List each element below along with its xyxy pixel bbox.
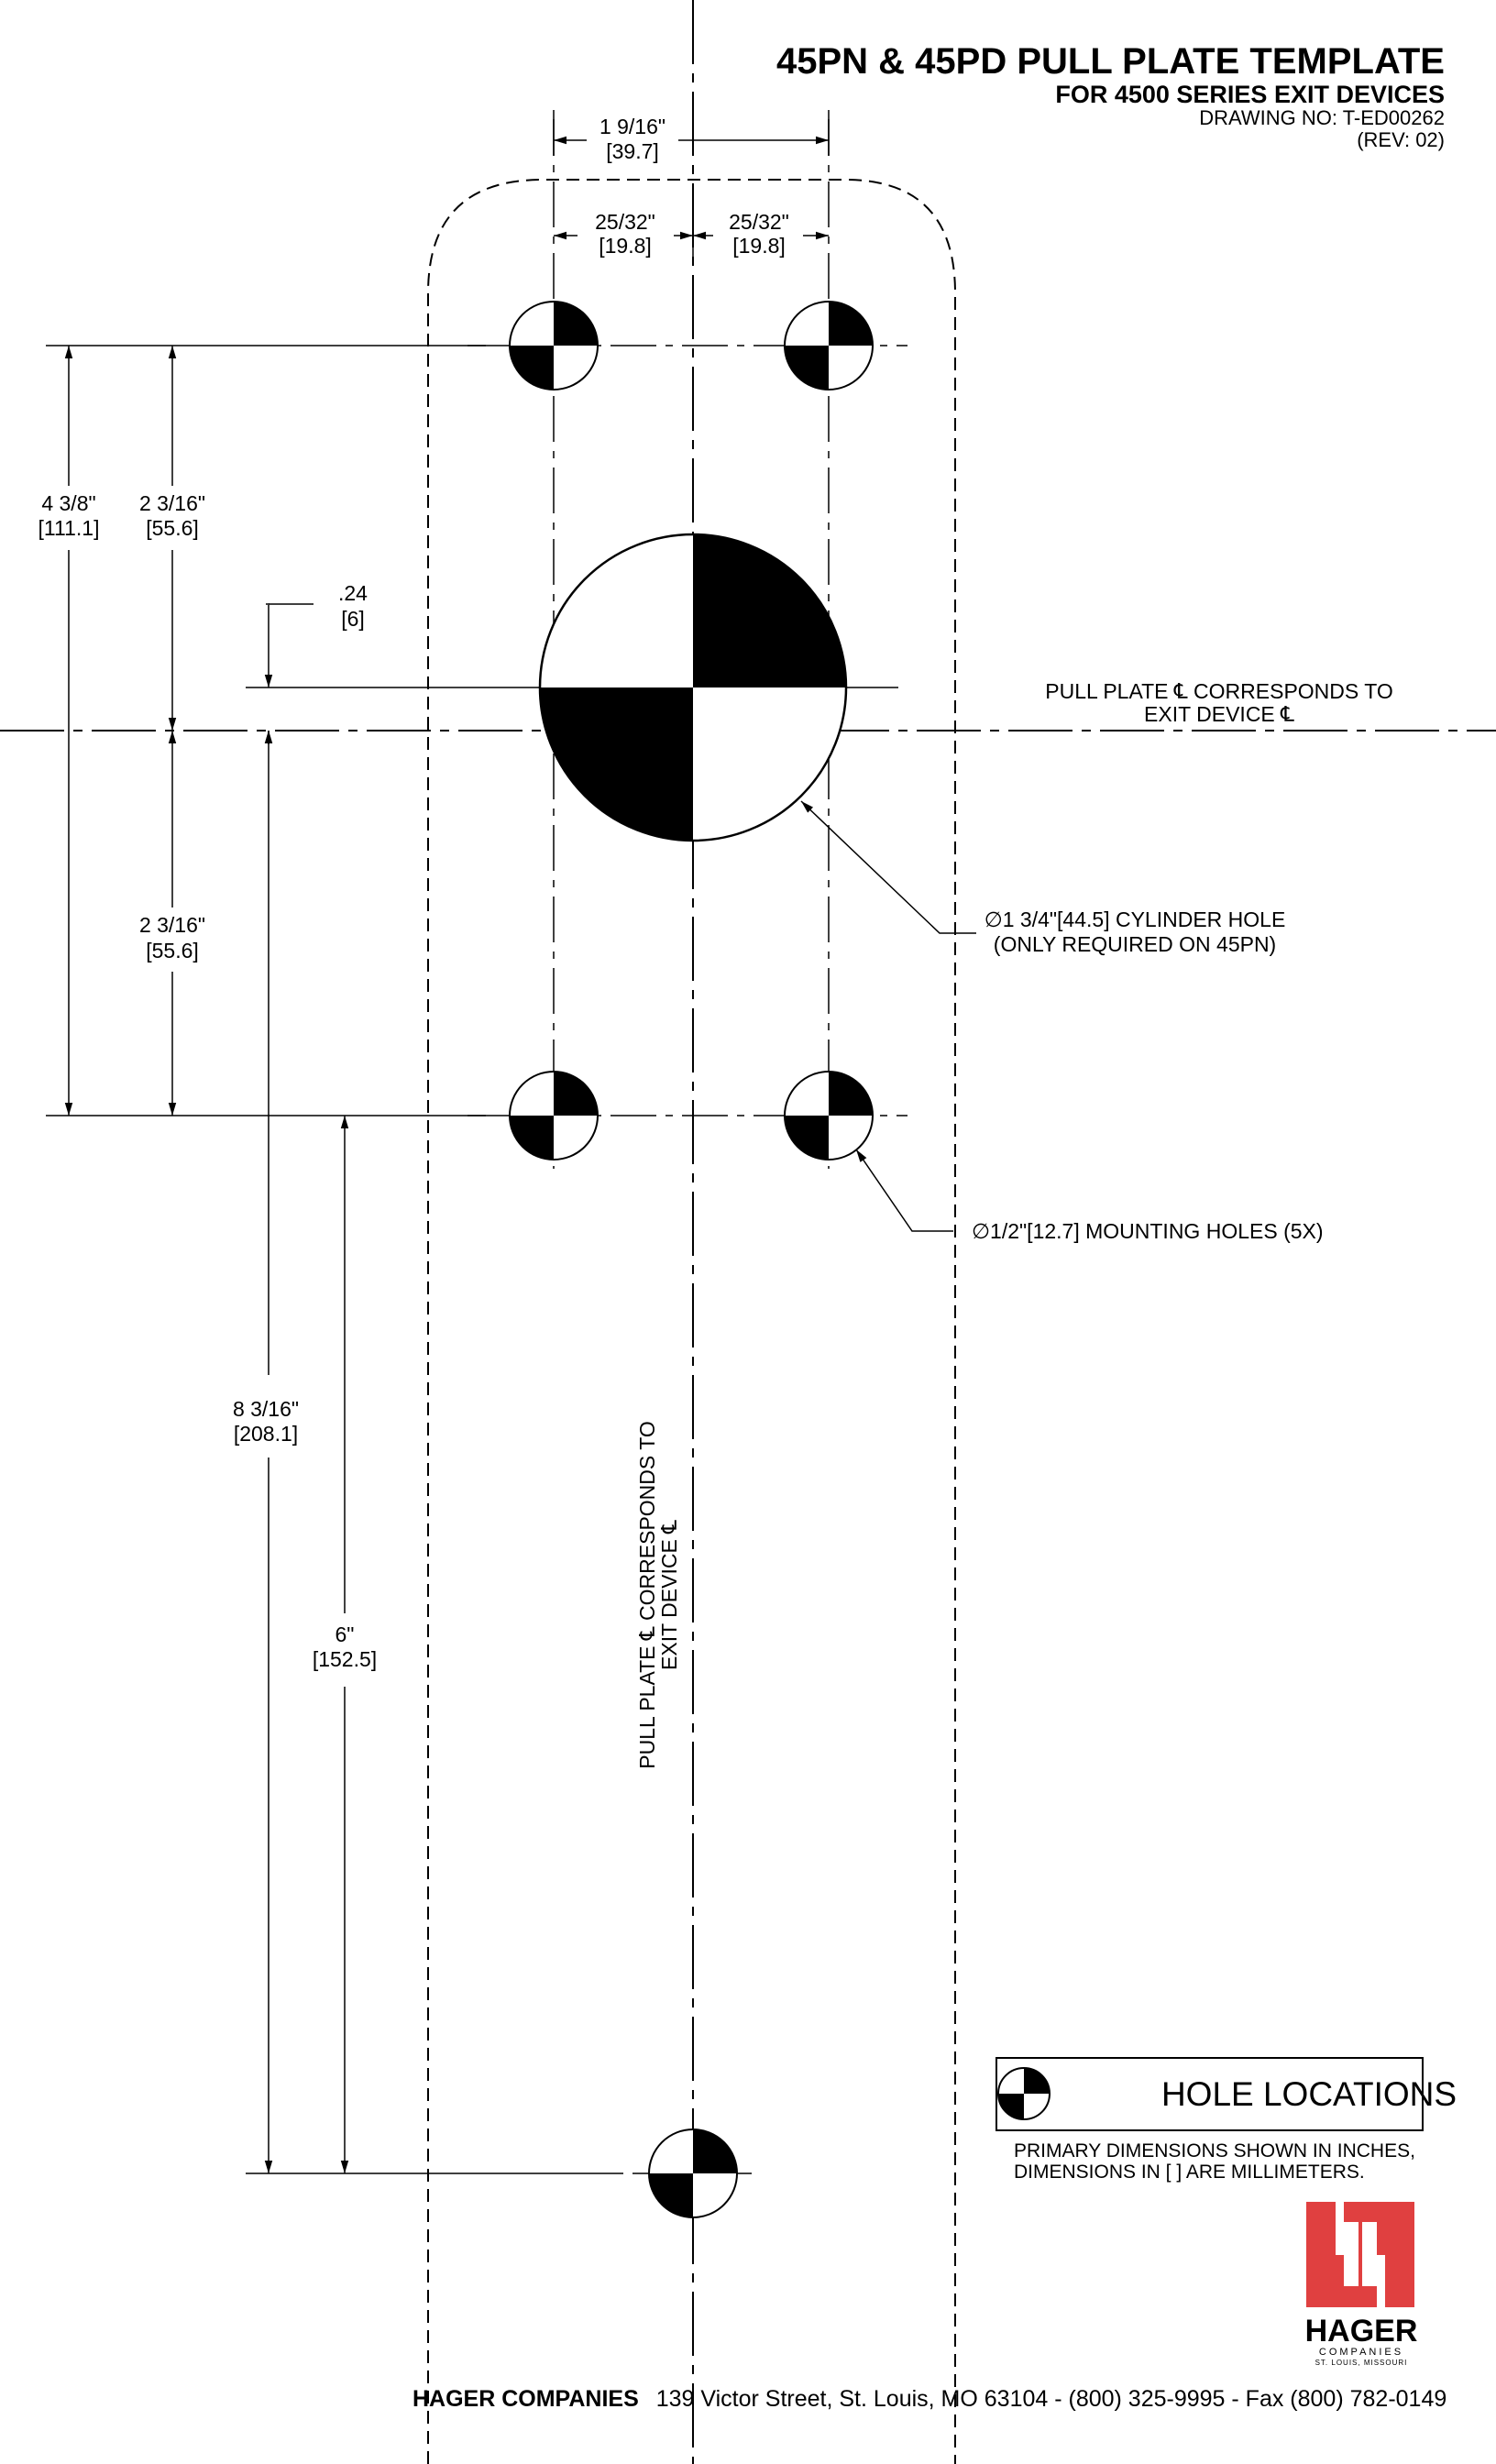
footer: HAGER COMPANIES 139 Victor Street, St. L… xyxy=(412,2386,1446,2412)
hole-locations-legend: HOLE LOCATIONS xyxy=(996,2057,1457,2131)
cylinder-hole-note-line2: (ONLY REQUIRED ON 45PN) xyxy=(994,932,1276,956)
legend-hole-icon xyxy=(997,2067,1050,2120)
dim-height-total-mm: [111.1] xyxy=(38,516,100,540)
dim-half-right-in: 25/32" xyxy=(729,210,789,234)
logo-name: HAGER xyxy=(1305,2314,1418,2348)
mounting-hole-top-right xyxy=(784,301,874,390)
extension-lines xyxy=(46,119,898,2174)
centerline-note-vertical-line2: EXIT DEVICE ℄ xyxy=(657,1520,681,1670)
cylinder-hole-note-line1: ∅1 3/4"[44.5] CYLINDER HOLE xyxy=(984,908,1286,931)
dim-width-total-in: 1 9/16" xyxy=(600,115,666,138)
centerline-note-vertical: PULL PLATE ℄ CORRESPONDS TO EXIT DEVICE … xyxy=(635,1421,681,1768)
dim-upper-half-mm: [55.6] xyxy=(146,516,199,540)
dim-lower-half-in: 2 3/16" xyxy=(139,913,205,937)
mounting-hole-top-left xyxy=(509,301,599,390)
centerline-note-horizontal-line2: EXIT DEVICE ℄ xyxy=(1144,702,1294,726)
dim-long-total-in: 8 3/16" xyxy=(233,1397,299,1421)
dim-height-total-in: 4 3/8" xyxy=(41,491,95,515)
dim-offset-mm: [6] xyxy=(341,607,365,631)
logo-sub1: COMPANIES xyxy=(1319,2347,1403,2358)
centerline-note-horizontal-line1: PULL PLATE ℄ CORRESPONDS TO xyxy=(1045,679,1392,703)
footer-address: 139 Victor Street, St. Louis, MO 63104 -… xyxy=(656,2386,1447,2412)
dim-offset-in: .24 xyxy=(338,581,368,605)
page-title: 45PN & 45PD PULL PLATE TEMPLATE xyxy=(776,41,1445,82)
mounting-hole-bottom-right xyxy=(784,1071,874,1160)
cylinder-hole xyxy=(538,533,848,842)
legend-label: HOLE LOCATIONS xyxy=(1161,2075,1457,2113)
mounting-holes-note: ∅1/2"[12.7] MOUNTING HOLES (5X) xyxy=(972,1219,1324,1243)
header: 45PN & 45PD PULL PLATE TEMPLATE FOR 4500… xyxy=(776,41,1445,151)
units-note-line2: DIMENSIONS IN [ ] ARE MILLIMETERS. xyxy=(1014,2162,1365,2183)
mounting-hole-bottom-left xyxy=(509,1071,599,1160)
dim-upper-half-in: 2 3/16" xyxy=(139,491,205,515)
hager-logo: HAGER COMPANIES ST. LOUIS, MISSOURI xyxy=(1305,2202,1418,2367)
mounting-hole-bottom-center xyxy=(632,2128,752,2218)
dim-long-lower-in: 6" xyxy=(336,1622,355,1646)
centerline-note-vertical-line1: PULL PLATE ℄ CORRESPONDS TO xyxy=(635,1421,659,1768)
dim-half-left-in: 25/32" xyxy=(595,210,655,234)
dim-half-right-mm: [19.8] xyxy=(732,234,786,258)
dim-long-total-mm: [208.1] xyxy=(234,1422,298,1446)
revision: (REV: 02) xyxy=(1357,128,1445,151)
dim-lower-half-mm: [55.6] xyxy=(146,939,199,962)
units-note-line1: PRIMARY DIMENSIONS SHOWN IN INCHES, xyxy=(1014,2140,1415,2162)
dimension-lines xyxy=(64,136,976,2173)
logo-sub2: ST. LOUIS, MISSOURI xyxy=(1315,2359,1408,2367)
dim-half-left-mm: [19.8] xyxy=(599,234,652,258)
hager-logo-mark xyxy=(1306,2202,1414,2307)
dim-long-lower-mm: [152.5] xyxy=(313,1647,377,1671)
footer-company: HAGER COMPANIES xyxy=(412,2386,639,2412)
plate-outline xyxy=(427,179,956,2464)
page-subtitle: FOR 4500 SERIES EXIT DEVICES xyxy=(1055,81,1445,108)
dim-width-total-mm: [39.7] xyxy=(606,139,659,163)
drawing-number: DRAWING NO: T-ED00262 xyxy=(1199,106,1445,129)
